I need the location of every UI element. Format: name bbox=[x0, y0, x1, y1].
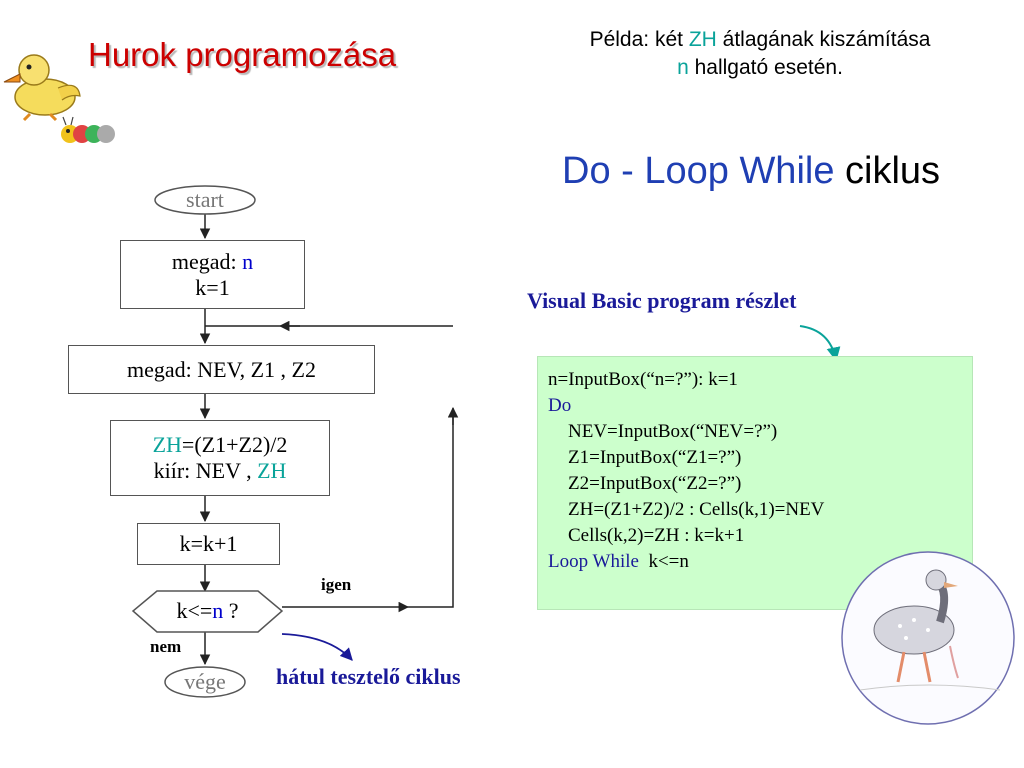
back-tested-arrow bbox=[281, 633, 353, 661]
print-prefix: kiír: NEV , bbox=[153, 458, 258, 483]
start-oval bbox=[154, 185, 256, 215]
calc-var: ZH bbox=[152, 432, 182, 457]
input-n-box: megad: n k=1 bbox=[120, 240, 305, 309]
goose-illustration-icon bbox=[841, 551, 1015, 725]
condition-text: k<=n ? bbox=[133, 598, 282, 624]
example-text: Példa: két bbox=[589, 28, 689, 51]
loop-while-keyword: Loop While bbox=[548, 551, 639, 572]
no-label: nem bbox=[150, 637, 182, 656]
example-text: átlagának kiszámítása bbox=[716, 28, 931, 51]
example-description: Példa: két ZH átlagának kiszámítása n ha… bbox=[500, 26, 1020, 82]
code-line: ZH=(Z1+Z2)/2 : Cells(k,1)=NEV bbox=[568, 499, 825, 520]
code-line: Cells(k,2)=ZH : k=k+1 bbox=[568, 525, 745, 546]
end-label: vége bbox=[184, 669, 226, 694]
print-var: ZH bbox=[257, 458, 287, 483]
input-n-line: megad: n bbox=[172, 249, 253, 275]
cond-prefix: k<= bbox=[176, 598, 213, 623]
n-highlight: n bbox=[677, 56, 689, 79]
example-line-1: Példa: két ZH átlagának kiszámítása bbox=[500, 26, 1020, 54]
duck-clipart-icon bbox=[3, 54, 81, 122]
print-line: kiír: NEV , ZH bbox=[154, 458, 287, 484]
zh-highlight: ZH bbox=[688, 28, 717, 51]
increment-box: k=k+1 bbox=[137, 523, 280, 565]
loop-condition: k<=n bbox=[638, 551, 689, 572]
calc-line: ZH=(Z1+Z2)/2 bbox=[153, 432, 288, 458]
decision-shape bbox=[131, 590, 284, 633]
code-line: n=InputBox(“n=?”): k=1 bbox=[548, 369, 738, 390]
calc-print-box: ZH=(Z1+Z2)/2 kiír: NEV , ZH bbox=[110, 420, 330, 496]
slide-title: Hurok programozása bbox=[88, 36, 397, 73]
code-line: Z1=InputBox(“Z1=?”) bbox=[568, 447, 742, 468]
loop-back-vertical bbox=[408, 412, 454, 608]
example-line-2: n hallgató esetén. bbox=[500, 54, 1020, 82]
example-text: hallgató esetén. bbox=[688, 56, 843, 79]
vb-label: Visual Basic program részlet bbox=[527, 288, 797, 313]
code-line: Z2=InputBox(“Z2=?”) bbox=[568, 473, 742, 494]
vb-label-arrow bbox=[799, 325, 841, 362]
input-n-var: n bbox=[242, 248, 254, 274]
start-label: start bbox=[186, 187, 224, 212]
loop-heading-keyword: Do - Loop While bbox=[562, 150, 835, 192]
code-line-loop: Loop While k<=n bbox=[548, 549, 962, 575]
increment-line: k=k+1 bbox=[179, 531, 238, 556]
code-line: NEV=InputBox(“NEV=?”) bbox=[568, 421, 778, 442]
input-n-prefix: megad: bbox=[171, 248, 243, 274]
loop-heading: Do - Loop While ciklus bbox=[562, 150, 940, 193]
yes-label: igen bbox=[321, 575, 352, 594]
back-tested-label: hátul tesztelő ciklus bbox=[276, 664, 461, 689]
end-oval bbox=[164, 666, 246, 698]
init-k-line: k=1 bbox=[195, 274, 230, 300]
loop-heading-word: ciklus bbox=[845, 150, 941, 192]
cond-var: n bbox=[212, 598, 224, 623]
caterpillar-icon bbox=[61, 116, 115, 143]
calc-expr: =(Z1+Z2)/2 bbox=[181, 432, 288, 457]
input-data-line: megad: NEV, Z1 , Z2 bbox=[126, 356, 316, 382]
input-data-box: megad: NEV, Z1 , Z2 bbox=[68, 345, 375, 394]
code-line-do: Do bbox=[548, 395, 572, 416]
cond-suffix: ? bbox=[223, 598, 239, 623]
